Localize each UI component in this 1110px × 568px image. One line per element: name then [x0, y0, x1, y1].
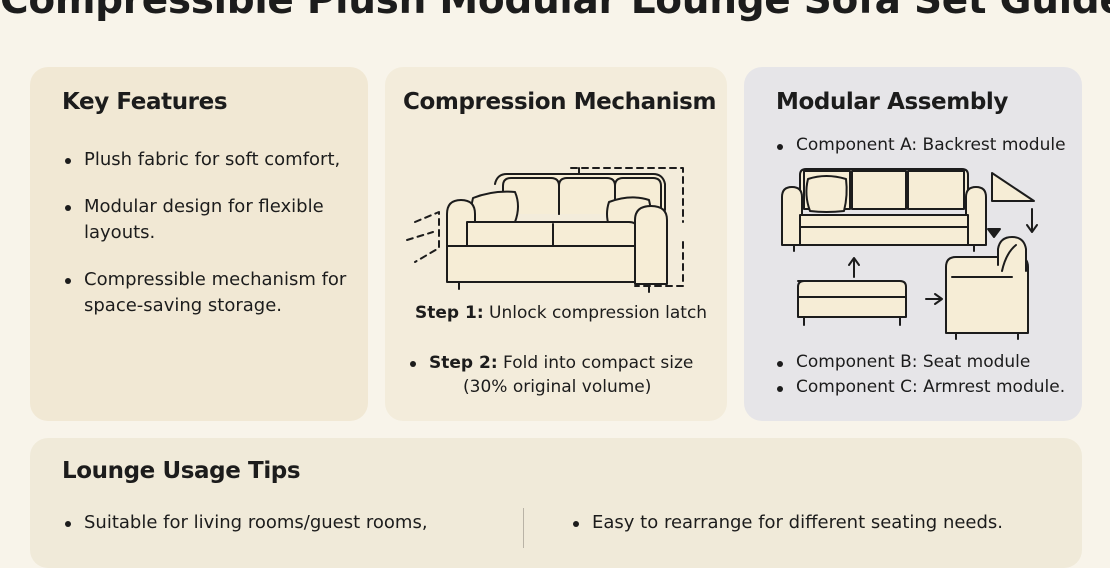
key-features-list: Plush fabric for soft comfort, Modular d…: [62, 147, 352, 340]
feature-item: Compressible mechanism for space-saving …: [62, 267, 352, 319]
page-title: Compressible Plush Modular Lounge Sofa S…: [0, 0, 1110, 23]
step-1-label: Step 1:: [415, 303, 484, 323]
feature-item: Modular design for flexible layouts.: [62, 194, 352, 246]
tip-item: Suitable for living rooms/guest rooms,: [62, 510, 428, 536]
lounge-usage-tips-card: Lounge Usage Tips Suitable for living ro…: [30, 438, 1082, 568]
bullet-dot: [410, 361, 416, 367]
step-2-description: Fold into compact size: [497, 353, 694, 373]
dashed-outline-left: [414, 211, 440, 263]
tips-list-left: Suitable for living rooms/guest rooms,: [62, 510, 428, 536]
tips-divider: [523, 508, 524, 548]
key-features-card: Key Features Plush fabric for soft comfo…: [30, 67, 368, 421]
step-2-detail: (30% original volume): [463, 377, 652, 397]
feature-item: Plush fabric for soft comfort,: [62, 147, 352, 173]
assembly-list-bottom: Component B: Seat module Component C: Ar…: [774, 350, 1065, 400]
step-1-text: Step 1: Unlock compression latch: [415, 303, 707, 323]
step-2-text: Step 2: Fold into compact size (30% orig…: [407, 351, 693, 399]
component-b-item: Component B: Seat module: [774, 350, 1065, 375]
compression-mechanism-card: Compression Mechanism: [385, 67, 727, 421]
modular-assembly-card: Modular Assembly Component A: Backrest m…: [744, 67, 1082, 421]
dashed-outline-right: [634, 241, 684, 287]
compression-mechanism-heading: Compression Mechanism: [403, 89, 717, 115]
lounge-usage-tips-heading: Lounge Usage Tips: [62, 458, 301, 484]
dashed-outline-top: [570, 167, 684, 223]
sofa-compression-illustration: [406, 167, 684, 293]
seat-module-shape: [797, 280, 907, 318]
step-2-label: Step 2:: [429, 353, 498, 373]
step-1-description: Unlock compression latch: [483, 303, 708, 323]
armrest-wedge-shape: [991, 172, 1035, 202]
component-c-item: Component C: Armrest module.: [774, 375, 1065, 400]
key-features-heading: Key Features: [62, 89, 228, 115]
modular-assembly-heading: Modular Assembly: [776, 89, 1008, 115]
component-a-item: Component A: Backrest module: [774, 133, 1066, 158]
tips-list-right: Easy to rearrange for different seating …: [570, 510, 1003, 536]
tip-item: Easy to rearrange for different seating …: [570, 510, 1003, 536]
modular-assembly-illustration: [781, 168, 1038, 340]
assembly-list-top: Component A: Backrest module: [774, 133, 1066, 158]
